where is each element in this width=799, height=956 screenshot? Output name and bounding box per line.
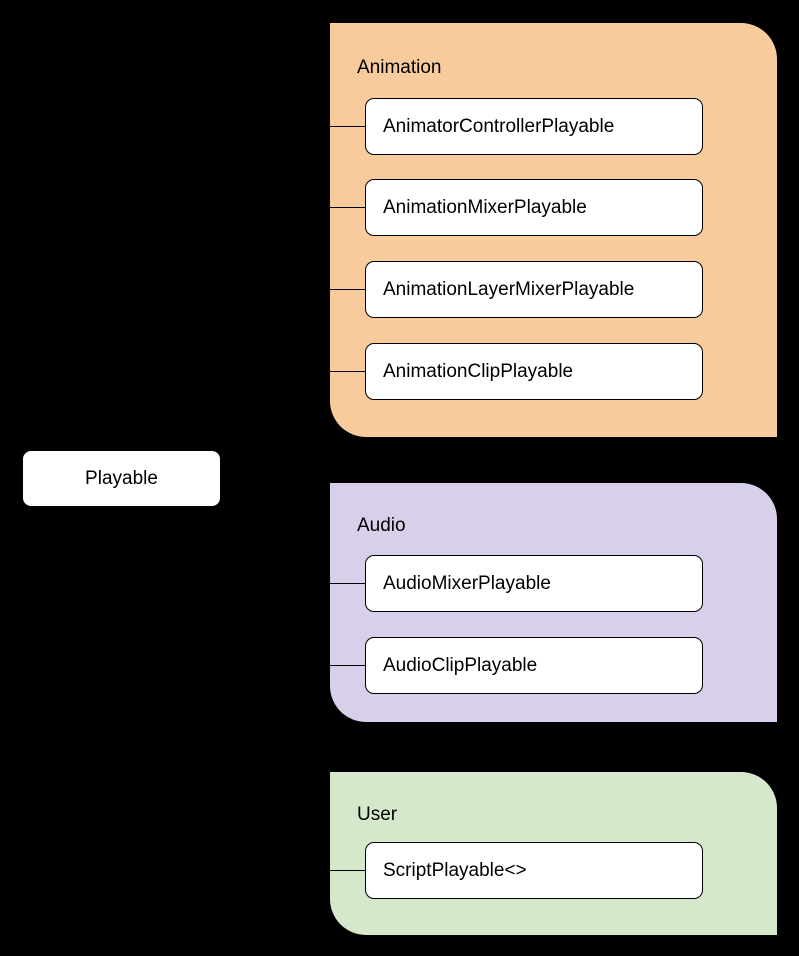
node-script-playable[interactable]: ScriptPlayable<>	[365, 842, 703, 899]
connector-animation-3	[330, 371, 366, 372]
node-label: AnimationMixerPlayable	[383, 197, 587, 218]
node-playable[interactable]: Playable	[22, 450, 221, 507]
connector-animation-0	[330, 126, 366, 127]
node-animator-controller-playable[interactable]: AnimatorControllerPlayable	[365, 98, 703, 155]
connector-user-0	[330, 870, 366, 871]
node-label: AudioMixerPlayable	[383, 573, 551, 594]
node-animation-mixer-playable[interactable]: AnimationMixerPlayable	[365, 179, 703, 236]
node-audio-mixer-playable[interactable]: AudioMixerPlayable	[365, 555, 703, 612]
group-label-user: User	[357, 804, 398, 825]
connector-animation-1	[330, 207, 366, 208]
node-animation-clip-playable[interactable]: AnimationClipPlayable	[365, 343, 703, 400]
node-label: AnimatorControllerPlayable	[383, 116, 615, 137]
node-playable-label: Playable	[85, 468, 158, 489]
node-animation-layer-mixer-playable[interactable]: AnimationLayerMixerPlayable	[365, 261, 703, 318]
node-label: ScriptPlayable<>	[383, 860, 527, 881]
connector-audio-1	[330, 665, 366, 666]
node-label: AudioClipPlayable	[383, 655, 538, 676]
group-label-audio: Audio	[357, 515, 406, 536]
node-label: AnimationLayerMixerPlayable	[383, 279, 635, 300]
node-audio-clip-playable[interactable]: AudioClipPlayable	[365, 637, 703, 694]
group-label-animation: Animation	[357, 57, 442, 78]
node-label: AnimationClipPlayable	[383, 361, 574, 382]
connector-animation-2	[330, 289, 366, 290]
connector-audio-0	[330, 583, 366, 584]
